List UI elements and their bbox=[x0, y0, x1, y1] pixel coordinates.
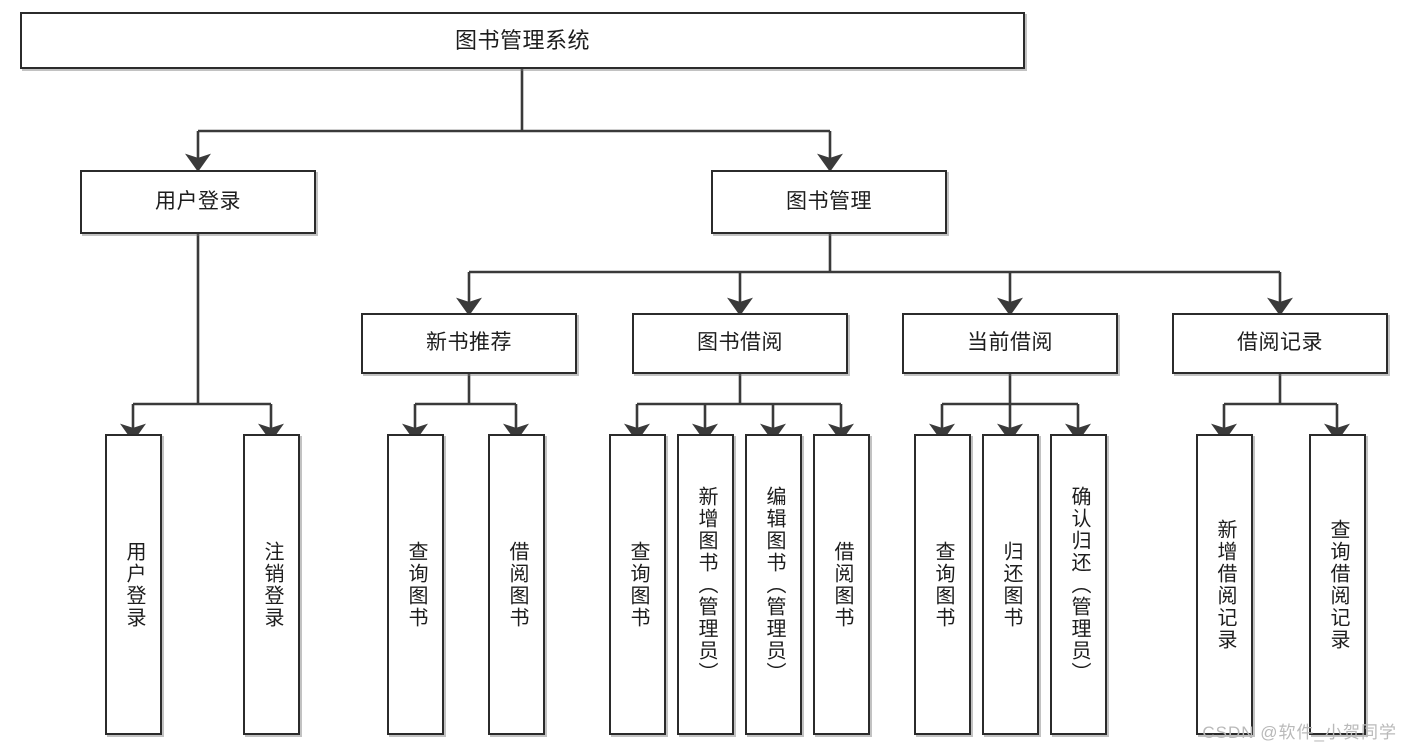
node-label: 确认归还（管理员） bbox=[1068, 485, 1090, 684]
node-current-borrow[interactable]: 当前借阅 bbox=[902, 313, 1118, 374]
node-label: 当前借阅 bbox=[967, 331, 1053, 355]
node-label: 查询图书 bbox=[627, 540, 649, 629]
node-book-manage[interactable]: 图书管理 bbox=[711, 170, 947, 234]
node-label: 用户登录 bbox=[155, 189, 241, 213]
leaf-query-borrow-record[interactable]: 查询借阅记录 bbox=[1309, 434, 1366, 735]
node-label: 注销登录 bbox=[261, 540, 283, 629]
leaf-borrow-book[interactable]: 借阅图书 bbox=[813, 434, 870, 735]
node-label: 查询图书 bbox=[405, 540, 427, 629]
leaf-confirm-return[interactable]: 确认归还（管理员） bbox=[1050, 434, 1107, 735]
leaf-return-book[interactable]: 归还图书 bbox=[982, 434, 1039, 735]
leaf-add-book[interactable]: 新增图书（管理员） bbox=[677, 434, 734, 735]
node-label: 查询图书 bbox=[932, 540, 954, 629]
node-new-book-recommend[interactable]: 新书推荐 bbox=[361, 313, 577, 374]
node-borrow-record[interactable]: 借阅记录 bbox=[1172, 313, 1388, 374]
leaf-logout[interactable]: 注销登录 bbox=[243, 434, 300, 735]
leaf-query-book-recommend[interactable]: 查询图书 bbox=[387, 434, 444, 735]
leaf-borrow-book-recommend[interactable]: 借阅图书 bbox=[488, 434, 545, 735]
node-book-borrow[interactable]: 图书借阅 bbox=[632, 313, 848, 374]
node-label: 借阅图书 bbox=[506, 540, 528, 629]
node-label: 图书管理 bbox=[786, 189, 872, 213]
leaf-add-borrow-record[interactable]: 新增借阅记录 bbox=[1196, 434, 1253, 735]
node-label: 查询借阅记录 bbox=[1327, 518, 1349, 651]
node-user-login[interactable]: 用户登录 bbox=[80, 170, 316, 234]
leaf-query-book-current[interactable]: 查询图书 bbox=[914, 434, 971, 735]
leaf-query-book-borrow[interactable]: 查询图书 bbox=[609, 434, 666, 735]
leaf-user-login[interactable]: 用户登录 bbox=[105, 434, 162, 735]
node-label: 新书推荐 bbox=[426, 331, 512, 355]
node-label: 借阅记录 bbox=[1237, 331, 1323, 355]
node-label: 图书管理系统 bbox=[454, 27, 590, 53]
node-label: 新增借阅记录 bbox=[1214, 518, 1236, 651]
leaf-edit-book[interactable]: 编辑图书（管理员） bbox=[745, 434, 802, 735]
watermark-text: CSDN @软件_小贺同学 bbox=[1202, 723, 1397, 742]
node-label: 归还图书 bbox=[1000, 540, 1022, 629]
node-label: 用户登录 bbox=[123, 540, 145, 629]
node-label: 编辑图书（管理员） bbox=[763, 485, 785, 684]
node-label: 新增图书（管理员） bbox=[695, 485, 717, 684]
node-label: 借阅图书 bbox=[831, 540, 853, 629]
node-root-system[interactable]: 图书管理系统 bbox=[20, 12, 1025, 69]
node-label: 图书借阅 bbox=[697, 331, 783, 355]
